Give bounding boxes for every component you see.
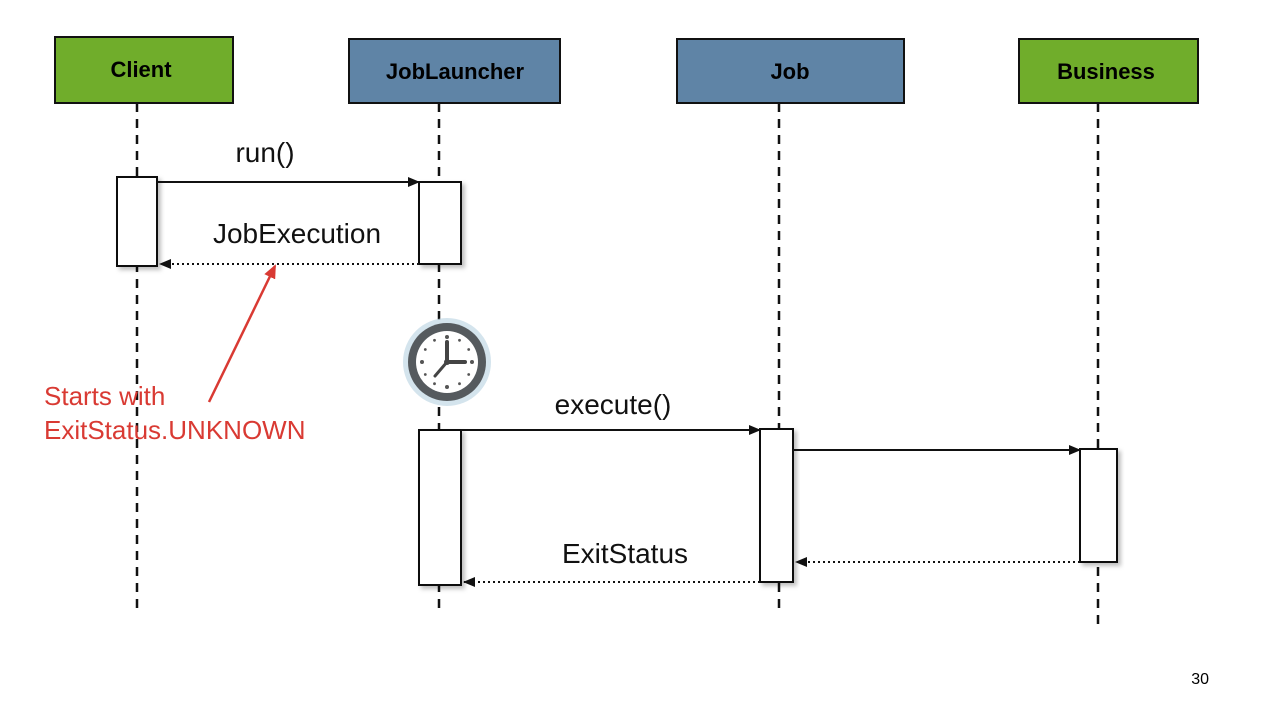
- clock-icon: [403, 318, 491, 406]
- execute-label: execute(): [555, 389, 672, 420]
- annotation-line-1: Starts with: [44, 381, 165, 411]
- business-activation: [1079, 448, 1118, 563]
- participant-client: Client: [54, 36, 234, 104]
- participant-business-label: Business: [1057, 59, 1155, 84]
- job-execution-label: JobExecution: [213, 218, 381, 249]
- joblauncher-activation-2: [418, 429, 462, 586]
- participant-job: Job: [676, 38, 905, 104]
- annotation-line-2: ExitStatus.UNKNOWN: [44, 415, 306, 445]
- participant-job-label: Job: [770, 59, 809, 84]
- participant-business-box: [1018, 38, 1199, 104]
- participant-client-box: [54, 36, 234, 104]
- exit-status-label: ExitStatus: [562, 538, 688, 569]
- participant-joblauncher: JobLauncher: [348, 38, 561, 104]
- participant-joblauncher-label: JobLauncher: [386, 59, 525, 84]
- participant-job-box: [676, 38, 905, 104]
- joblauncher-activation-1: [418, 181, 462, 265]
- participant-business: Business: [1018, 38, 1199, 104]
- client-activation: [116, 176, 158, 267]
- run-label: run(): [235, 137, 294, 168]
- annotation-arrow: [207, 264, 277, 403]
- participant-joblauncher-box: [348, 38, 561, 104]
- participant-client-label: Client: [110, 57, 172, 82]
- page-number: 30: [1191, 671, 1209, 688]
- job-activation: [759, 428, 794, 583]
